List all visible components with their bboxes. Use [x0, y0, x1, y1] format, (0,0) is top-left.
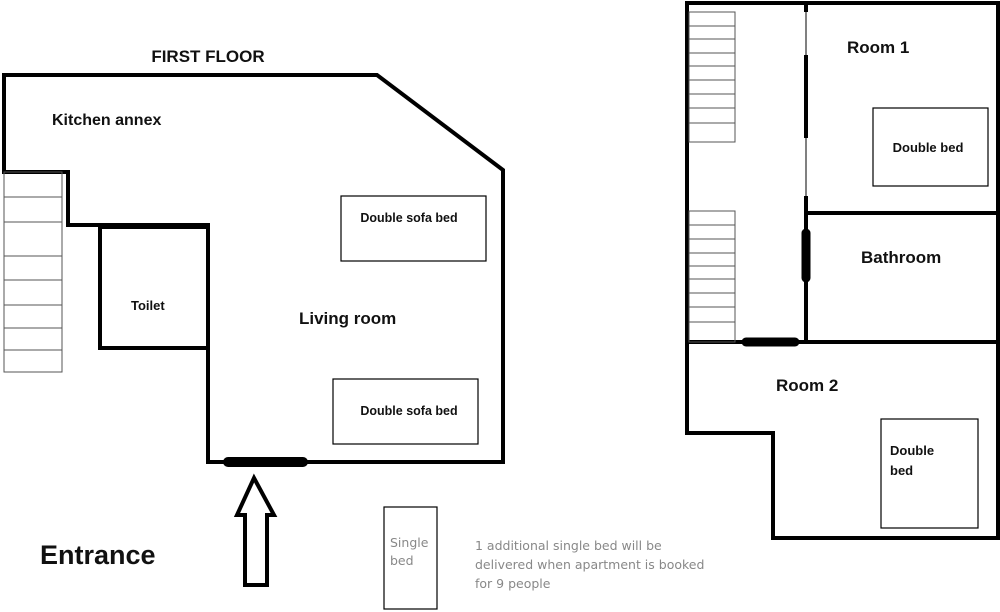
note-line3: for 9 people: [475, 576, 551, 591]
room2-bed-label-line1: Double: [890, 443, 934, 458]
sofa-bed-1: [340, 195, 487, 262]
staircase-left: [3, 171, 63, 373]
sofa-bed-2-label: Double sofa bed: [360, 404, 457, 418]
single-bed: [383, 506, 438, 610]
living-room-label: Living room: [299, 309, 396, 328]
room2-label: Room 2: [776, 376, 838, 395]
first-floor-plan: FIRST FLOOR Kitchen annex Toilet Living …: [2, 47, 505, 587]
second-floor-plan: Room 1 Double bed Bathroom Room 2 Double…: [685, 1, 1000, 540]
staircase-right: [688, 11, 736, 343]
sofa-bed-1-label: Double sofa bed: [360, 211, 457, 225]
single-bed-label-line2: bed: [390, 553, 414, 568]
sofa-bed-2: [332, 378, 479, 445]
bathroom-label: Bathroom: [861, 248, 941, 267]
room2-double-bed: [880, 418, 979, 529]
entrance-label: Entrance: [40, 540, 156, 570]
single-bed-label-line1: Single: [390, 535, 429, 550]
first-floor-title: FIRST FLOOR: [151, 47, 264, 66]
entrance-arrow-icon: [233, 473, 278, 587]
kitchen-label: Kitchen annex: [52, 112, 161, 129]
note-line1: 1 additional single bed will be: [475, 538, 662, 553]
room1-bed-label: Double bed: [893, 140, 964, 155]
second-floor-walls: [685, 1, 1000, 540]
room1-label: Room 1: [847, 38, 909, 57]
room2-bed-label-line2: bed: [890, 463, 913, 478]
toilet-room: [98, 225, 210, 350]
extra-bed-note: Single bed 1 additional single bed will …: [383, 506, 704, 610]
toilet-label: Toilet: [131, 298, 165, 313]
room1-double-bed: [872, 107, 989, 187]
note-line2: delivered when apartment is booked: [475, 557, 704, 572]
